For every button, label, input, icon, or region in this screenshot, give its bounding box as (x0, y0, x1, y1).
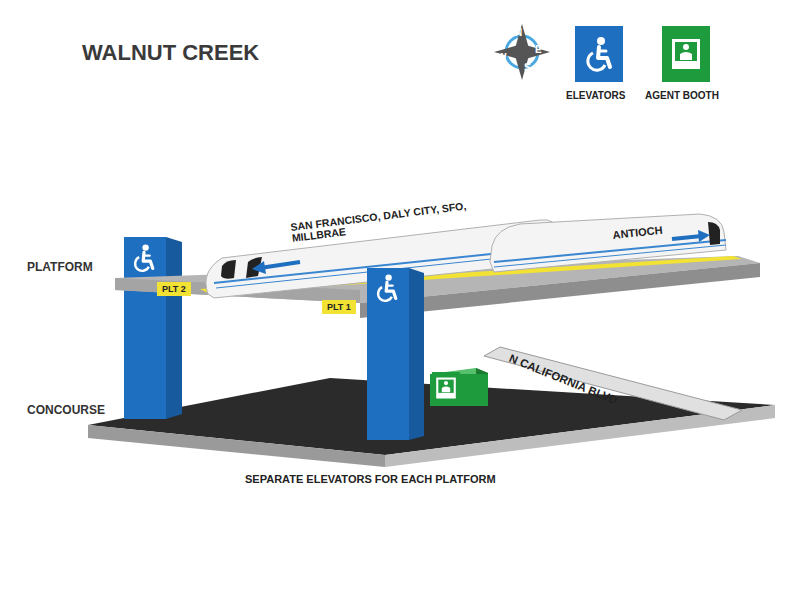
legend-label: ELEVATORS (566, 90, 625, 101)
platform-tag-text: PLT 2 (162, 284, 186, 294)
platform-tag-text: PLT 1 (327, 302, 351, 312)
elevator-icon (575, 26, 623, 82)
agent-booth-icon (662, 26, 710, 82)
platform-tag: PLT 2 (157, 282, 191, 296)
legend-label: AGENT BOOTH (645, 90, 719, 101)
agent-booth (430, 368, 488, 406)
elevator-tower (367, 268, 424, 440)
train (490, 214, 726, 272)
compass-letter: S (524, 62, 531, 73)
level-label: CONCOURSE (27, 403, 105, 417)
compass-letter: W (497, 52, 506, 63)
compass (494, 24, 550, 80)
compass-letter: N (515, 27, 522, 38)
platform-tag: PLT 1 (322, 300, 356, 314)
caption: SEPARATE ELEVATORS FOR EACH PLATFORM (245, 473, 496, 485)
street-ramp (484, 347, 742, 420)
level-label: PLATFORM (27, 260, 93, 274)
compass-letter: E (535, 44, 542, 55)
elevator-tower (124, 237, 182, 419)
title: WALNUT CREEK (82, 40, 259, 66)
